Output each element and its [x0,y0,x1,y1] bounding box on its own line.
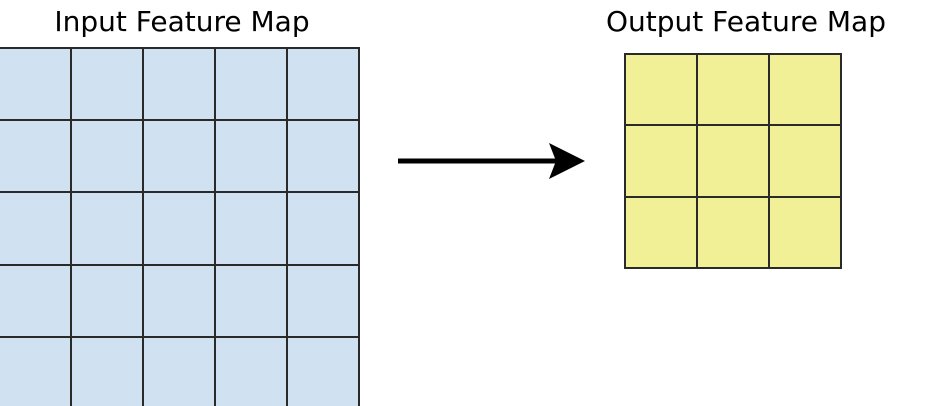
output-feature-map-cell [770,197,840,267]
output-feature-map-title: Output Feature Map [606,5,886,38]
input-feature-map-cell [216,337,286,406]
input-feature-map-cell [288,265,358,336]
input-feature-map-cell [0,121,70,192]
input-feature-map-cell [0,49,70,120]
output-feature-map-cell [698,126,768,196]
input-feature-map-cell [0,337,70,406]
input-feature-map-cell [144,121,214,192]
input-feature-map-cell [288,49,358,120]
input-feature-map-cell [0,193,70,264]
input-feature-map-cell [72,337,142,406]
output-feature-map-cell [626,197,696,267]
transformation-arrow [398,143,585,179]
input-feature-map-cell [72,193,142,264]
input-feature-map-cell [288,193,358,264]
input-feature-map-grid [0,47,360,406]
input-feature-map-cell [216,121,286,192]
output-feature-map-cell [770,126,840,196]
input-feature-map-cell [216,265,286,336]
input-feature-map-cell [288,337,358,406]
input-feature-map-cell [144,337,214,406]
input-feature-map-cell [144,193,214,264]
input-feature-map-cell [288,121,358,192]
input-feature-map-cell [216,193,286,264]
output-feature-map-cell [770,55,840,125]
input-feature-map-title: Input Feature Map [54,5,310,38]
input-feature-map-cell [144,49,214,120]
output-feature-map-cell [698,55,768,125]
output-feature-map-cell [626,126,696,196]
output-feature-map-grid [624,53,842,269]
input-feature-map-cell [0,265,70,336]
input-feature-map-cell [216,49,286,120]
input-feature-map-cell [144,265,214,336]
input-feature-map-cell [72,121,142,192]
output-feature-map-cell [698,197,768,267]
arrow-head [549,143,585,179]
output-feature-map-cell [626,55,696,125]
input-feature-map-cell [72,265,142,336]
input-feature-map-cell [72,49,142,120]
